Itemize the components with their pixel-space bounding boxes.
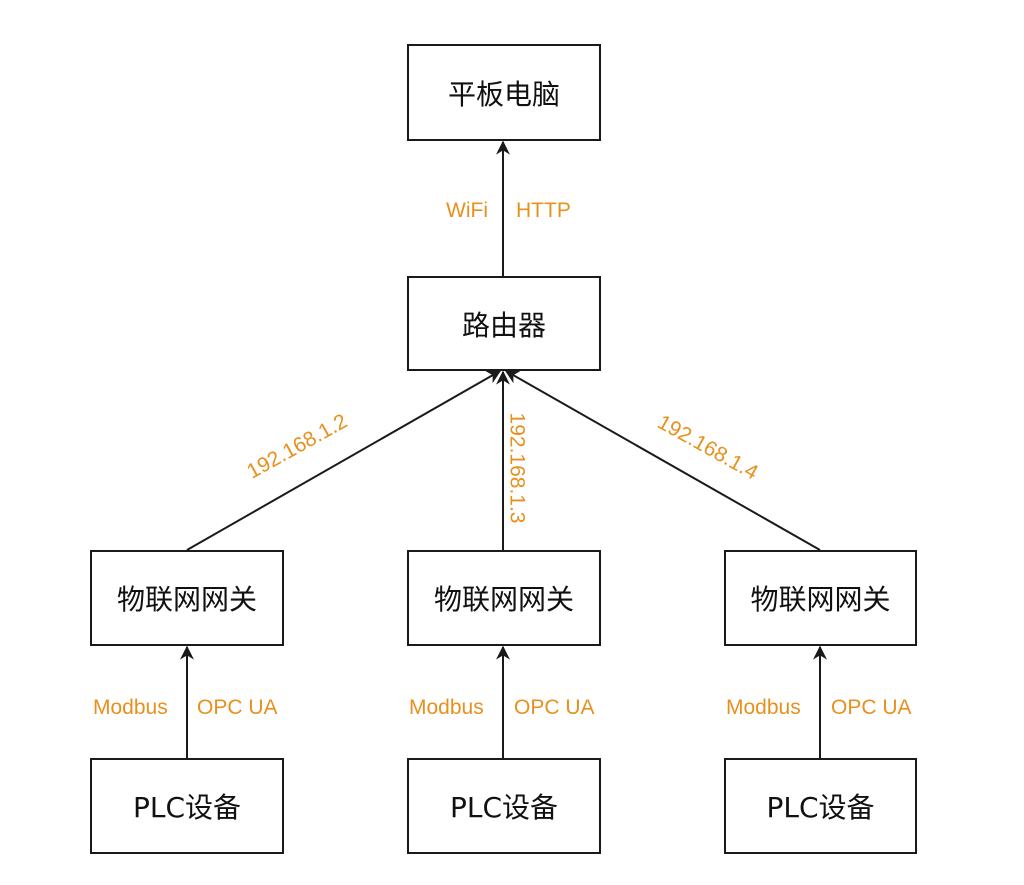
edge-label-ip-gateway-2: 192.168.1.3	[505, 412, 529, 524]
edge-label-opcua-2: OPC UA	[514, 696, 595, 719]
edge-label-wifi: WiFi	[446, 199, 488, 222]
node-gateway-2[interactable]: 物联网网关	[407, 550, 601, 646]
node-plc-2[interactable]: PLC设备	[407, 758, 601, 854]
edge-label-modbus-2: Modbus	[409, 696, 484, 719]
node-plc-3[interactable]: PLC设备	[724, 758, 917, 854]
edge-gateway-1-to-router	[186, 370, 502, 551]
edge-label-opcua-1: OPC UA	[197, 696, 278, 719]
node-tablet[interactable]: 平板电脑	[407, 44, 601, 141]
node-gateway-1[interactable]: 物联网网关	[90, 550, 284, 646]
node-plc-1[interactable]: PLC设备	[90, 758, 284, 854]
node-router[interactable]: 路由器	[407, 276, 601, 371]
node-gateway-3[interactable]: 物联网网关	[724, 550, 917, 646]
edge-label-modbus-1: Modbus	[93, 696, 168, 719]
edge-gateway-3-to-router	[504, 370, 821, 551]
edge-label-modbus-3: Modbus	[726, 696, 801, 719]
edge-label-opcua-3: OPC UA	[831, 696, 912, 719]
edge-label-http: HTTP	[516, 199, 571, 222]
